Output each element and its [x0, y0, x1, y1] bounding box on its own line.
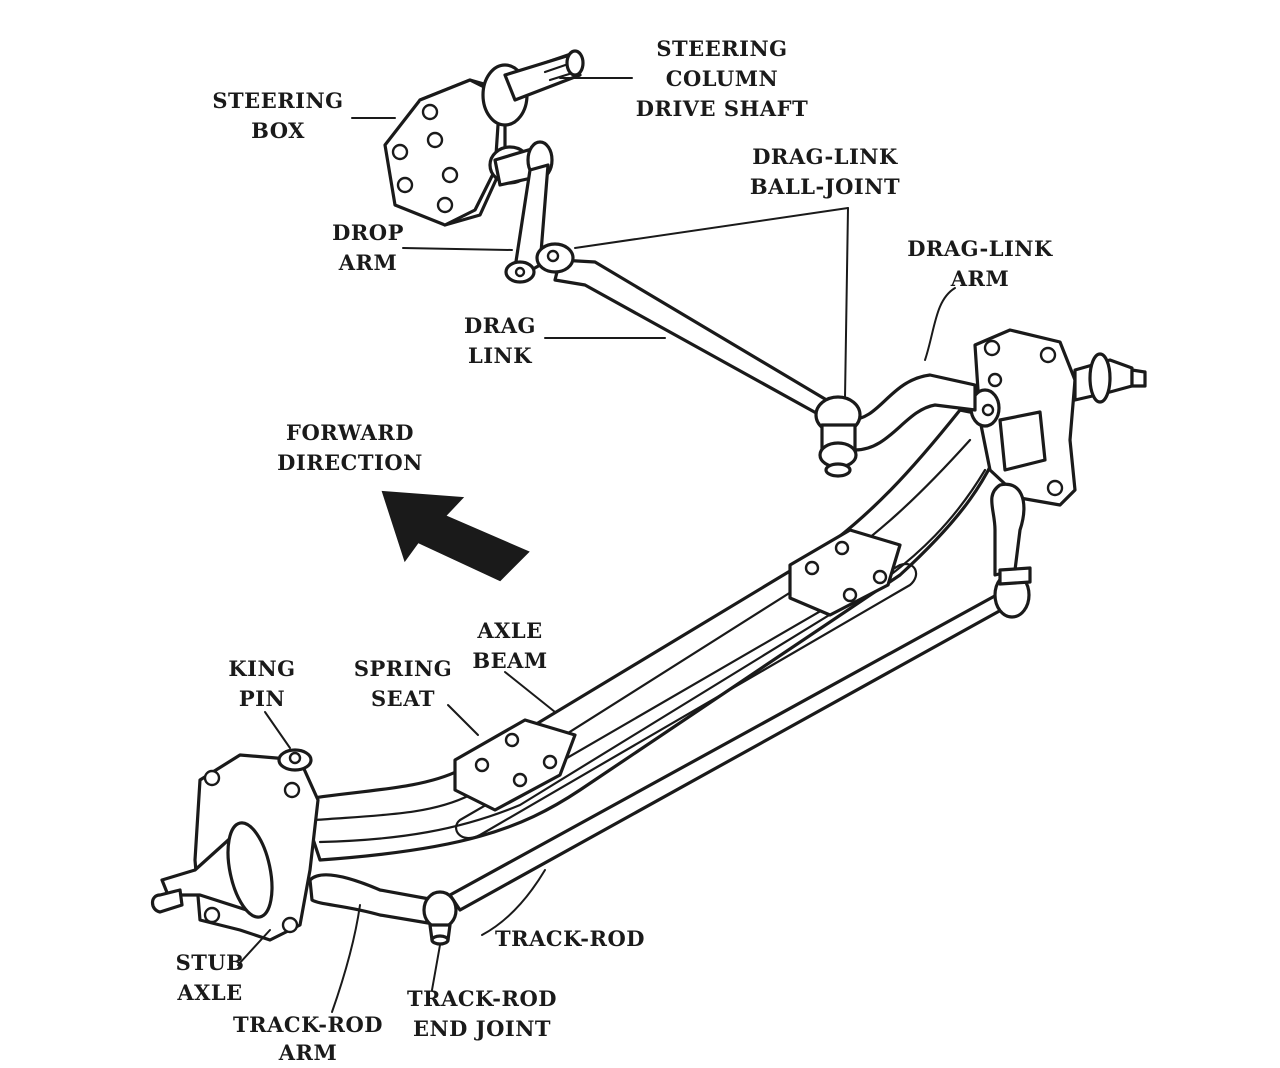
svg-text:BALL-JOINT: BALL-JOINT	[750, 174, 900, 199]
steering-box	[383, 49, 585, 227]
right-track-rod-arm	[990, 482, 1032, 619]
svg-text:TRACK-ROD: TRACK-ROD	[495, 926, 645, 951]
label-drag-link-ball-joint: DRAG-LINK BALL-JOINT	[750, 144, 900, 199]
svg-text:END JOINT: END JOINT	[413, 1016, 551, 1041]
track-rod-end-joint	[422, 890, 458, 946]
drag-link	[535, 242, 832, 416]
drag-link-ball-joint-lower	[814, 395, 862, 478]
svg-text:ARM: ARM	[338, 250, 398, 275]
svg-text:DRAG-LINK: DRAG-LINK	[907, 236, 1053, 261]
label-axle-beam: AXLE BEAM	[472, 618, 547, 673]
svg-text:STEERING: STEERING	[656, 36, 787, 61]
svg-text:BOX: BOX	[251, 118, 305, 143]
svg-text:PIN: PIN	[239, 686, 285, 711]
left-stub-axle-assembly	[150, 748, 320, 942]
svg-text:FORWARD: FORWARD	[286, 420, 414, 445]
svg-text:KING: KING	[228, 656, 295, 681]
label-track-rod: TRACK-ROD	[495, 926, 645, 951]
label-drag-link-arm: DRAG-LINK ARM	[907, 236, 1053, 291]
label-drop-arm: DROP ARM	[332, 220, 404, 275]
svg-text:LINK: LINK	[468, 343, 532, 368]
label-steering-box: STEERING BOX	[212, 88, 343, 143]
svg-text:STUB: STUB	[176, 950, 245, 975]
svg-text:TRACK-ROD: TRACK-ROD	[407, 986, 557, 1011]
label-drag-link: DRAG LINK	[464, 313, 536, 368]
svg-text:DRAG: DRAG	[464, 313, 536, 338]
svg-text:DROP: DROP	[332, 220, 404, 245]
svg-text:COLUMN: COLUMN	[666, 66, 778, 91]
svg-text:ARM: ARM	[278, 1040, 338, 1065]
label-spring-seat: SPRING SEAT	[354, 656, 452, 711]
spring-seat-right	[788, 528, 902, 617]
svg-text:AXLE: AXLE	[176, 980, 242, 1005]
svg-text:AXLE: AXLE	[476, 618, 542, 643]
label-track-rod-arm: TRACK-ROD ARM	[233, 1012, 383, 1065]
label-steering-column: STEERING COLUMN DRIVE SHAFT	[636, 36, 808, 121]
right-stub-axle-assembly	[969, 328, 1147, 507]
label-king-pin: KING PIN	[228, 656, 295, 711]
label-stub-axle: STUB AXLE	[176, 950, 245, 1005]
drop-arm	[504, 163, 550, 284]
track-rod-arm	[308, 873, 442, 927]
svg-text:STEERING: STEERING	[212, 88, 343, 113]
svg-text:ARM: ARM	[950, 266, 1010, 291]
spring-seat-left	[453, 718, 577, 812]
svg-text:BEAM: BEAM	[472, 648, 547, 673]
drag-link-arm	[848, 373, 977, 452]
leader-lines	[237, 77, 956, 1013]
label-track-rod-end-joint: TRACK-ROD END JOINT	[407, 986, 557, 1041]
svg-text:DIRECTION: DIRECTION	[277, 450, 423, 475]
svg-text:DRAG-LINK: DRAG-LINK	[752, 144, 898, 169]
label-forward-direction: FORWARD DIRECTION	[277, 420, 423, 475]
svg-text:TRACK-ROD: TRACK-ROD	[233, 1012, 383, 1037]
svg-text:SEAT: SEAT	[371, 686, 435, 711]
svg-text:DRIVE SHAFT: DRIVE SHAFT	[636, 96, 808, 121]
svg-text:SPRING: SPRING	[354, 656, 452, 681]
arrow-up-left-icon	[381, 490, 530, 582]
